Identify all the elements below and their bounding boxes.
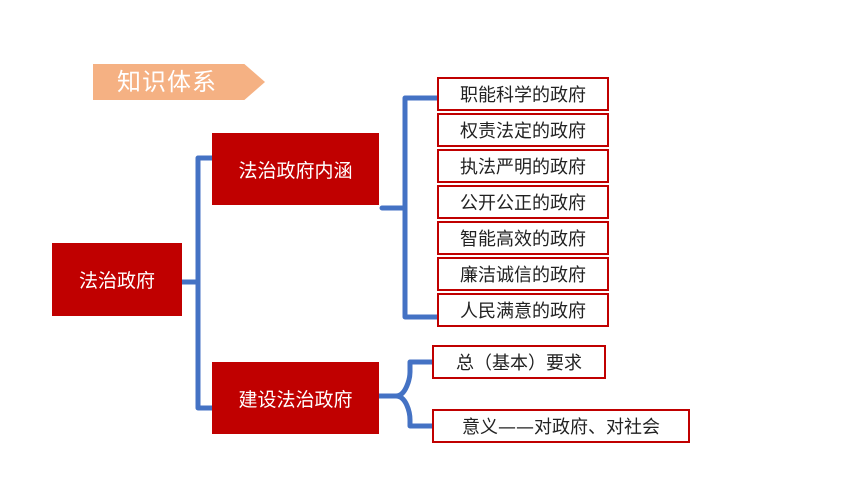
- branch1-bracket: [379, 95, 440, 320]
- leaf-node: 职能科学的政府: [437, 77, 609, 111]
- leaf-node: 总（基本）要求: [432, 345, 606, 379]
- leaf-label: 总（基本）要求: [456, 353, 582, 374]
- root-node: 法治政府: [52, 243, 182, 316]
- root-node-label: 法治政府: [78, 270, 155, 292]
- leaf-label: 廉洁诚信的政府: [460, 265, 586, 286]
- leaf-label: 执法严明的政府: [460, 157, 586, 178]
- branch-node-label: 法治政府内涵: [238, 159, 353, 182]
- leaf-node: 执法严明的政府: [437, 149, 609, 183]
- leaf-node: 智能高效的政府: [437, 221, 609, 255]
- leaf-label: 权责法定的政府: [460, 121, 586, 142]
- branch-node-construction: 建设法治政府: [212, 362, 379, 434]
- knowledge-system-banner: 知识体系: [93, 64, 265, 100]
- leaf-label: 公开公正的政府: [460, 193, 586, 214]
- leaf-node: 权责法定的政府: [437, 113, 609, 147]
- branch-node-label: 建设法治政府: [238, 388, 353, 411]
- branch-node-connotation: 法治政府内涵: [212, 133, 379, 205]
- branch2-bracket: [375, 359, 435, 429]
- leaf-node: 公开公正的政府: [437, 185, 609, 219]
- root-bracket: [179, 155, 215, 411]
- leaf-node: 廉洁诚信的政府: [437, 257, 609, 291]
- leaf-label: 智能高效的政府: [460, 229, 586, 250]
- leaf-label: 人民满意的政府: [460, 301, 586, 322]
- leaf-node: 人民满意的政府: [437, 293, 609, 327]
- leaf-node: 意义——对政府、对社会: [432, 409, 690, 443]
- leaf-label: 意义——对政府、对社会: [462, 417, 660, 438]
- banner-title: 知识体系: [117, 68, 217, 96]
- leaf-label: 职能科学的政府: [460, 85, 586, 106]
